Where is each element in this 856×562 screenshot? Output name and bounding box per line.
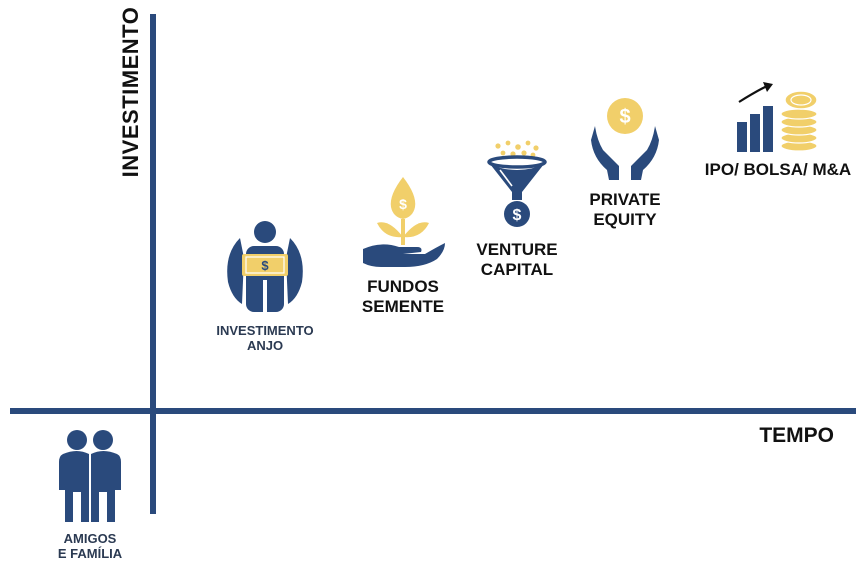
stage-private-equity: $ PRIVATE EQUITY	[575, 96, 675, 229]
growth-chart-coins-icon	[737, 82, 818, 152]
y-axis-line	[150, 14, 156, 514]
stage-ipo: IPO/ BOLSA/ M&A	[700, 80, 856, 180]
x-axis-label: TEMPO	[759, 424, 834, 447]
stage-angel-line1: INVESTIMENTO	[216, 323, 314, 338]
svg-text:$: $	[513, 207, 522, 224]
svg-text:$: $	[619, 106, 630, 128]
svg-text:$: $	[261, 258, 269, 273]
hands-coin-icon: $	[591, 98, 659, 180]
stage-seed-line2: SEMENTE	[361, 296, 445, 316]
stage-angel-line2: ANJO	[246, 337, 284, 353]
stage-venture-capital: $ VENTURE CAPITAL	[467, 140, 567, 279]
stage-angel-investment: $ INVESTIMENTO ANJO	[210, 218, 320, 354]
stage-friends-family-line2: E FAMÍLIA	[57, 545, 123, 561]
stage-vc-line2: CAPITAL	[480, 259, 554, 279]
x-axis-line	[10, 408, 856, 414]
angel-investor-icon: $	[227, 221, 303, 314]
svg-text:$: $	[399, 196, 407, 212]
stage-ipo-line1: IPO/ BOLSA/ M&A	[704, 160, 852, 179]
y-axis-label: INVESTIMENTO	[118, 6, 143, 178]
stage-pe-line2: EQUITY	[593, 209, 657, 229]
stage-friends-family-line1: AMIGOS	[63, 531, 117, 546]
family-icon	[59, 430, 121, 522]
seed-fund-icon: $	[363, 177, 445, 267]
stage-friends-family: AMIGOS E FAMÍLIA	[40, 428, 140, 562]
stage-pe-line1: PRIVATE	[589, 190, 661, 209]
stage-vc-line1: VENTURE	[476, 240, 558, 259]
funnel-money-icon: $	[487, 140, 547, 227]
stage-seed-funds: $ FUNDOS SEMENTE	[348, 175, 458, 316]
stage-seed-line1: FUNDOS	[367, 277, 439, 296]
